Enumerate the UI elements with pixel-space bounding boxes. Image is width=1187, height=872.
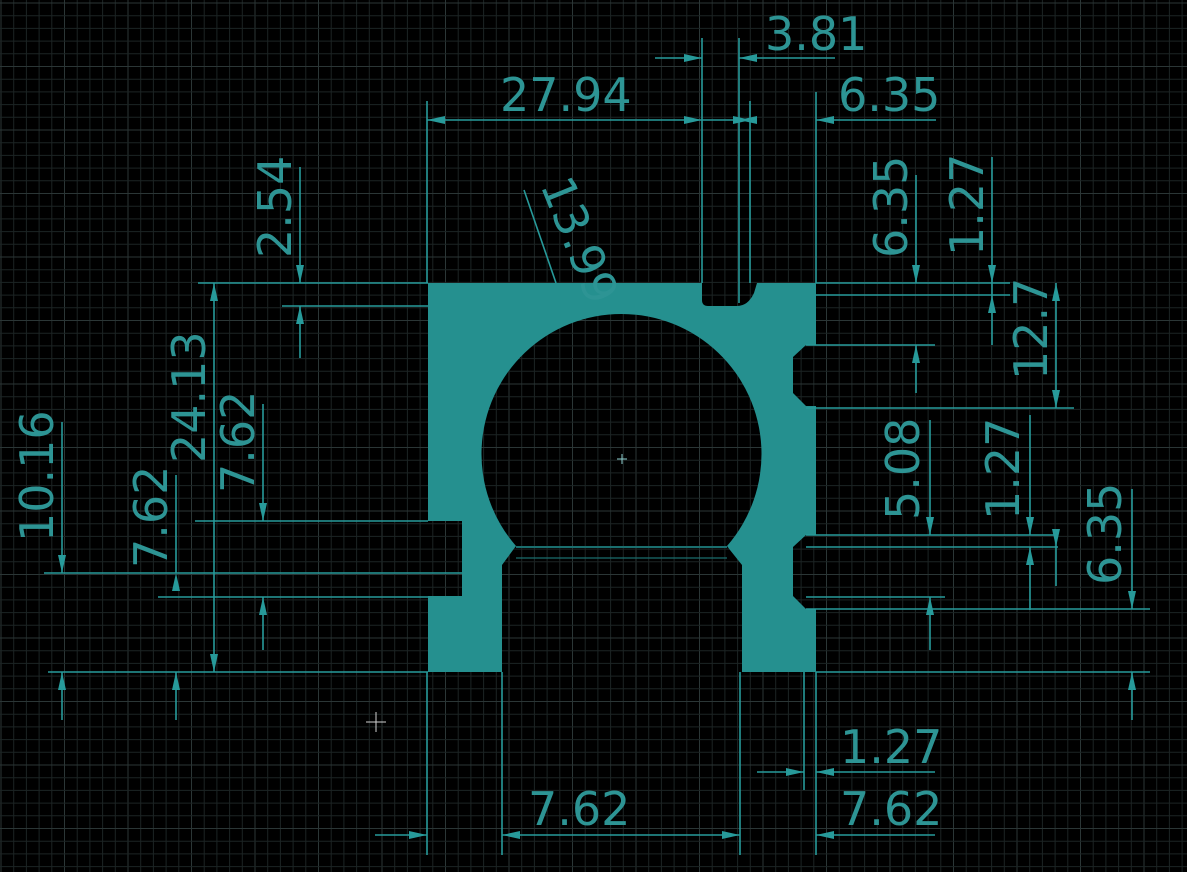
part-profile [428,283,816,672]
dimension-arrow [172,672,180,690]
dim-left-2-54: 2.54 [248,156,302,258]
dimension-arrow [1128,672,1136,690]
dimension-arrow [816,768,834,776]
dimension-arrow [816,831,834,839]
dimension-arrow [816,116,834,124]
dim-right-1-27-a: 1.27 [940,154,994,256]
dim-left-7-62-inner: 7.62 [211,391,265,493]
dim-left-7-62-outer: 7.62 [124,466,178,568]
dimension-lines [44,38,1150,855]
dimension-arrow [296,265,304,283]
dim-right-6-35-b: 6.35 [1078,483,1132,585]
dim-bottom-1-27: 1.27 [840,720,942,774]
crosshair-cursor-icon [366,712,386,732]
dim-top-6-35: 6.35 [838,68,940,122]
dimension-arrow [684,54,702,62]
dimension-arrow [988,295,996,313]
dimension-arrows [58,54,1136,839]
dimension-arrow [172,573,180,591]
dimension-arrow [926,597,934,615]
dimension-arrow [733,116,751,124]
dimension-arrow [210,283,218,301]
dimension-arrow [58,672,66,690]
dim-right-6-35-a: 6.35 [864,156,918,258]
dimension-arrow [912,265,920,283]
dimension-labels: 3.81 27.94 6.35 13.99 2.54 24.13 7.62 10… [10,7,1132,836]
dim-right-1-27-b: 1.27 [976,418,1030,520]
dimension-arrow [1052,529,1060,547]
dimension-arrow [1052,283,1060,301]
dimension-arrow [58,555,66,573]
dimension-arrow [739,54,757,62]
dimension-arrow [722,831,740,839]
dimension-arrow [926,517,934,535]
dimension-arrow [502,831,520,839]
dim-left-10-16: 10.16 [10,410,64,542]
dimension-arrow [1128,591,1136,609]
dim-right-5-08: 5.08 [876,418,930,520]
dimension-arrow [1026,547,1034,565]
dimension-arrow [1026,517,1034,535]
dimension-arrow [296,306,304,324]
dimension-arrow [684,116,702,124]
dimension-arrow [259,597,267,615]
dim-bottom-7-62-center: 7.62 [528,782,630,836]
dimension-arrow [427,116,445,124]
dimension-arrow [210,654,218,672]
dimension-arrow [912,345,920,363]
dim-left-24-13: 24.13 [162,331,216,463]
dimension-arrow [259,503,267,521]
dimension-arrow [1052,390,1060,408]
dim-top-27-94: 27.94 [500,68,632,122]
dimension-arrow [409,831,427,839]
dimension-arrow [988,265,996,283]
dim-top-3-81: 3.81 [765,7,867,61]
dim-right-12-7: 12.7 [1004,278,1058,380]
dimension-arrow [786,768,804,776]
dim-bottom-7-62-right: 7.62 [840,782,942,836]
